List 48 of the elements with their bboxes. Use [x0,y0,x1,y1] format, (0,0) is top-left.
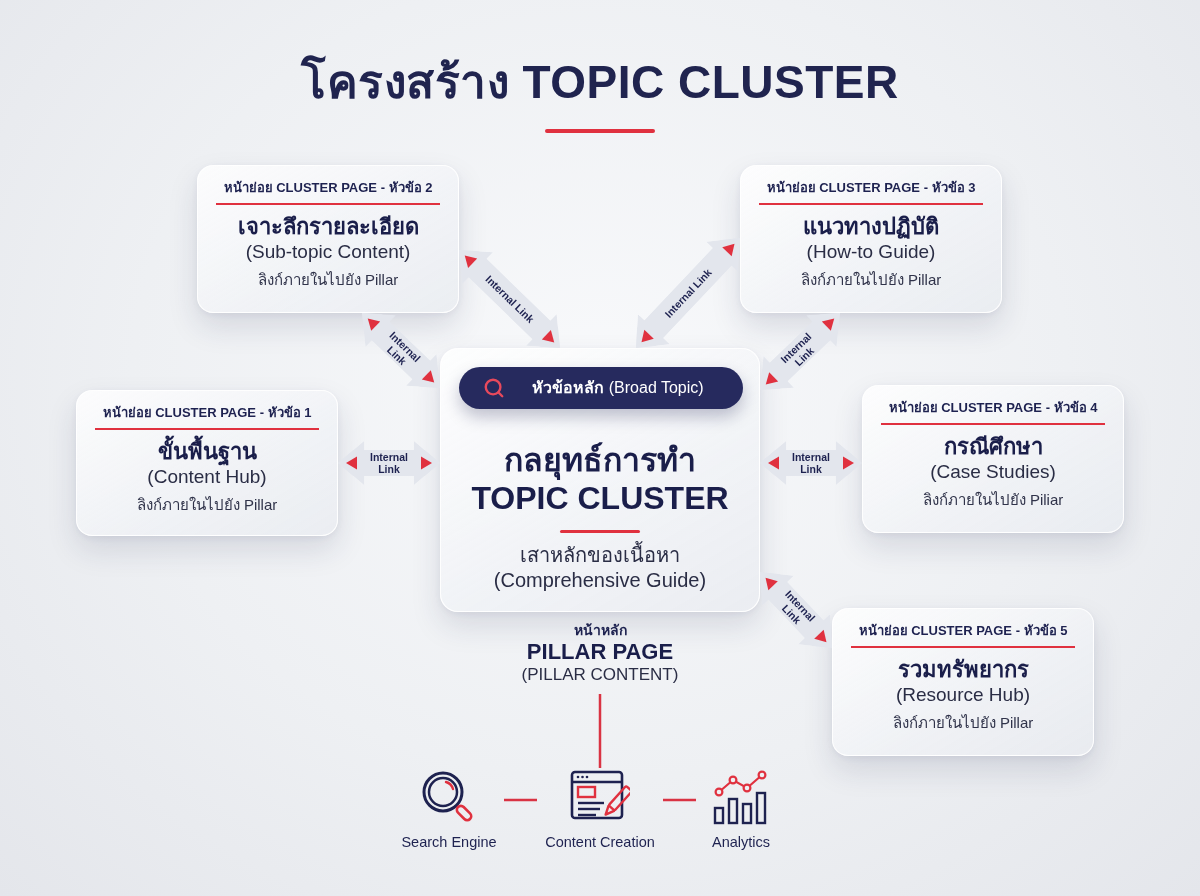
pill-text: หัวข้อหลัก (Broad Topic) [532,378,704,398]
connector-line [663,798,696,802]
double-arrow [338,441,440,485]
topic-title: กรณีศึกษา [943,433,1043,461]
page-title: PILLAR PAGE [526,638,674,666]
double-arrow [459,250,560,348]
topic-subtitle: (Case Studies) [930,460,1056,484]
double-arrow [760,572,832,648]
topic-title: แนวทางปฏิบัติ [803,213,939,241]
link-note: ลิงก์ภายในไปยัง Piliar [922,490,1064,510]
tool-caption: Analytics [712,834,770,852]
double-arrow [760,441,862,485]
page-label: หน้าย่อย CLUSTER PAGE - หัวข้อ 1 [102,405,312,422]
topic-subtitle: (How-to Guide) [806,240,936,264]
topic-subtitle: (Sub-topic Content) [245,240,411,264]
page-kicker: หน้าหลัก [573,622,627,639]
double-arrow [760,313,840,390]
link-note: ลิงก์ภายในไปยัง Pillar [136,495,278,515]
topic-title: เจาะลึกรายละเอียด [237,213,419,241]
page-label: หน้าย่อย CLUSTER PAGE - หัวข้อ 2 [223,180,433,197]
double-arrow [636,238,740,348]
topic-subtitle: (Content Hub) [147,465,267,489]
tool-caption: Search Engine [401,834,497,852]
edge-label: Internal Link [791,450,831,476]
cluster-card [740,165,1002,313]
page-label: หน้าย่อย CLUSTER PAGE - หัวข้อ 5 [858,623,1068,640]
pillar-card [440,348,760,612]
edge-label: Internal Link [369,450,409,476]
topic-title: รวมทรัพยากร [897,656,1029,684]
cluster-card [862,385,1124,533]
double-arrow [362,313,440,388]
link-note: ลิงก์ภายในไปยัง Pillar [257,270,399,290]
cluster-card [197,165,459,313]
topic-pill [459,367,743,409]
main-title: กลยุทธ์การทำ TOPIC CLUSTER [470,441,730,518]
page-subtitle: (PILLAR CONTENT) [521,665,679,686]
link-note: ลิงก์ภายในไปยัง Pillar [892,713,1034,733]
topic-subtitle: (Resource Hub) [895,683,1031,707]
connector-line [598,694,602,768]
connector-line [504,798,537,802]
link-note: ลิงก์ภายในไปยัง Pillar [800,270,942,290]
page-label: หน้าย่อย CLUSTER PAGE - หัวข้อ 3 [766,180,976,197]
tool-caption: Content Creation [545,834,655,852]
page-label: หน้าย่อย CLUSTER PAGE - หัวข้อ 4 [888,400,1098,417]
cluster-card [76,390,338,536]
main-subtitle: เสาหลักของเนื้อหา (Comprehensive Guide) [492,542,708,593]
diagram-title: โครงสร้าง TOPIC CLUSTER [301,56,899,109]
cluster-card [832,608,1094,756]
